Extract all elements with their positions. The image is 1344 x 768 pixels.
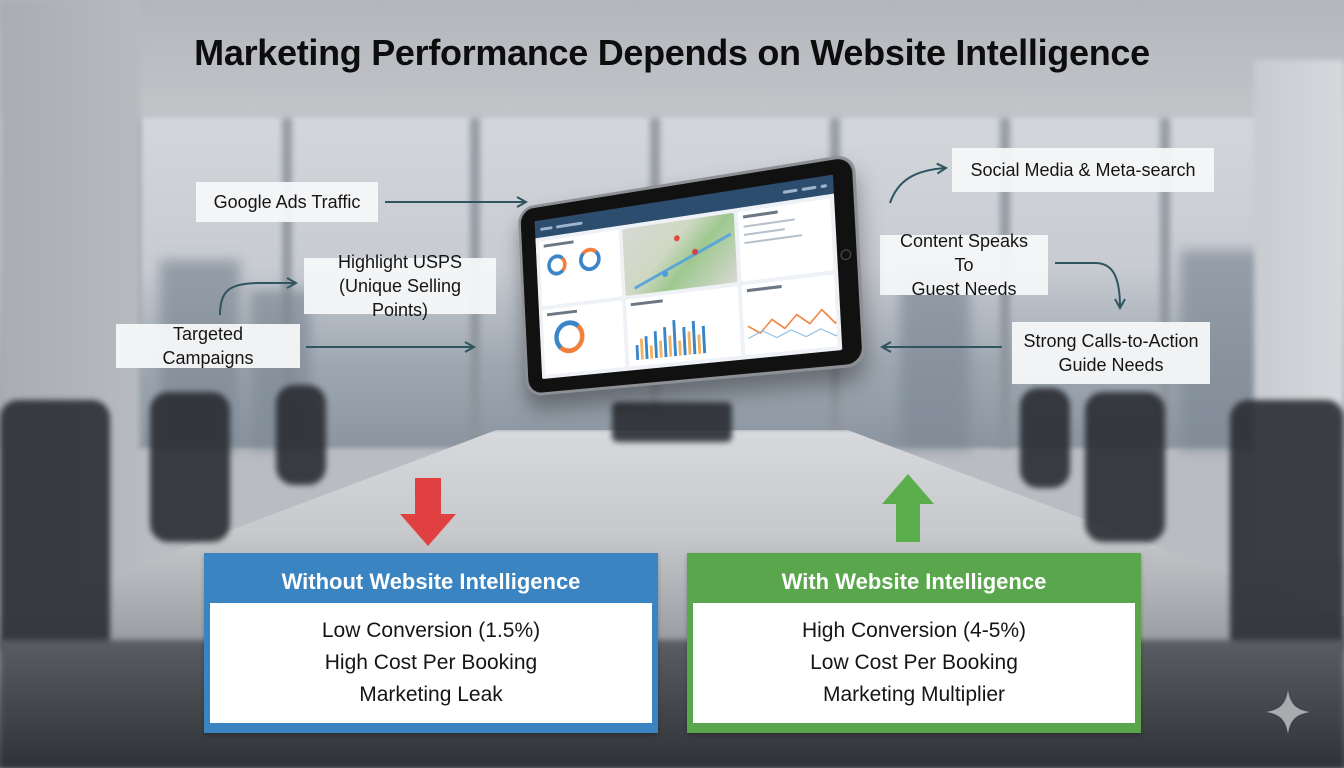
dashboard-card-list	[737, 198, 834, 282]
chair	[612, 402, 732, 442]
ceiling	[0, 0, 1344, 130]
outcome-item: Low Conversion (1.5%)	[321, 619, 541, 642]
label-text: (Unique Selling Points)	[338, 276, 462, 320]
label-text: Highlight USPS	[337, 252, 463, 272]
chair	[276, 385, 326, 485]
dashboard-card-line-chart	[741, 274, 838, 356]
tablet-home-button	[840, 248, 852, 261]
tablet-device	[488, 153, 880, 410]
label-text: Content Speaks To	[899, 231, 1029, 275]
label-text: Guide Needs	[1058, 355, 1164, 375]
dashboard-card-bar-chart	[625, 286, 742, 367]
panel-with-intelligence: With Website Intelligence High Conversio…	[687, 553, 1141, 733]
table-edge	[0, 640, 1344, 768]
dashboard-card-map	[622, 212, 738, 296]
dashboard-card-donuts	[539, 229, 623, 307]
arrow-down-icon	[400, 478, 456, 546]
outcome-item: Marketing Leak	[359, 683, 503, 706]
chair	[150, 392, 230, 542]
city-building	[900, 270, 970, 450]
label-calls-to-action: Strong Calls-to-Action Guide Needs	[1012, 322, 1210, 384]
outcome-item: Marketing Multiplier	[822, 683, 1006, 706]
label-social-media: Social Media & Meta-search	[952, 148, 1214, 192]
label-text: Social Media & Meta-search	[970, 160, 1196, 180]
label-highlight-usps: Highlight USPS (Unique Selling Points)	[304, 252, 496, 320]
label-content-guest-needs: Content Speaks To Guest Needs	[880, 231, 1048, 299]
label-text: Guest Needs	[911, 279, 1017, 299]
outcome-item: Low Cost Per Booking	[810, 651, 1018, 674]
dashboard-card-donut-large	[542, 300, 626, 375]
label-targeted-campaigns: Targeted Campaigns	[116, 324, 300, 368]
chair	[1085, 392, 1165, 542]
panel-body: Low Conversion (1.5%) High Cost Per Book…	[210, 603, 652, 723]
arrow-up-icon	[882, 474, 934, 542]
analytics-dashboard-icon	[534, 174, 843, 380]
sparkle-icon	[1266, 690, 1310, 734]
tablet-frame	[517, 153, 867, 397]
label-text: Google Ads Traffic	[213, 192, 361, 212]
panel-heading: Without Website Intelligence	[281, 569, 581, 594]
chair	[0, 400, 110, 660]
chair	[1230, 400, 1344, 660]
panel-without-intelligence: Without Website Intelligence Low Convers…	[204, 553, 658, 733]
panel-heading: With Website Intelligence	[781, 569, 1047, 594]
outcome-item: High Conversion (4-5%)	[801, 619, 1027, 642]
outcome-item: High Cost Per Booking	[324, 651, 538, 674]
panel-body: High Conversion (4-5%) Low Cost Per Book…	[693, 603, 1135, 723]
chair	[1020, 388, 1070, 488]
page-title: Marketing Performance Depends on Website…	[194, 32, 1150, 73]
label-text: Strong Calls-to-Action	[1023, 331, 1199, 351]
label-google-ads-traffic: Google Ads Traffic	[196, 182, 378, 222]
label-text: Targeted Campaigns	[162, 324, 254, 368]
window-mullion	[1160, 118, 1170, 448]
